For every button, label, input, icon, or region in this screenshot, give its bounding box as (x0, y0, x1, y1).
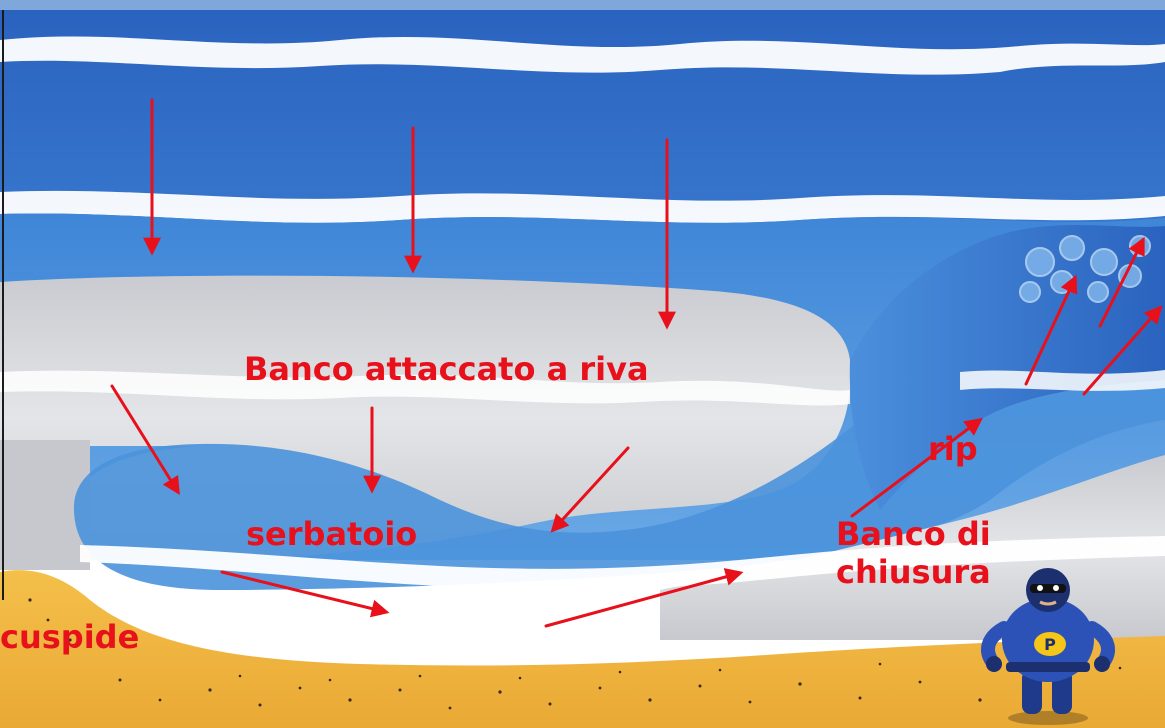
label-banco-di-chiusura-line1: Banco di (836, 515, 991, 553)
label-cuspide: cuspide (0, 618, 139, 656)
svg-text:P: P (1044, 635, 1056, 654)
label-serbatoio: serbatoio (246, 515, 417, 553)
label-rip: rip (928, 430, 978, 468)
label-banco-attaccato: Banco attaccato a riva (244, 350, 649, 388)
label-banco-di-chiusura: Banco di chiusura (836, 515, 991, 591)
foam-line-rip-side (960, 370, 1165, 391)
label-banco-di-chiusura-line2: chiusura (836, 553, 991, 591)
top-frame (0, 0, 1165, 10)
